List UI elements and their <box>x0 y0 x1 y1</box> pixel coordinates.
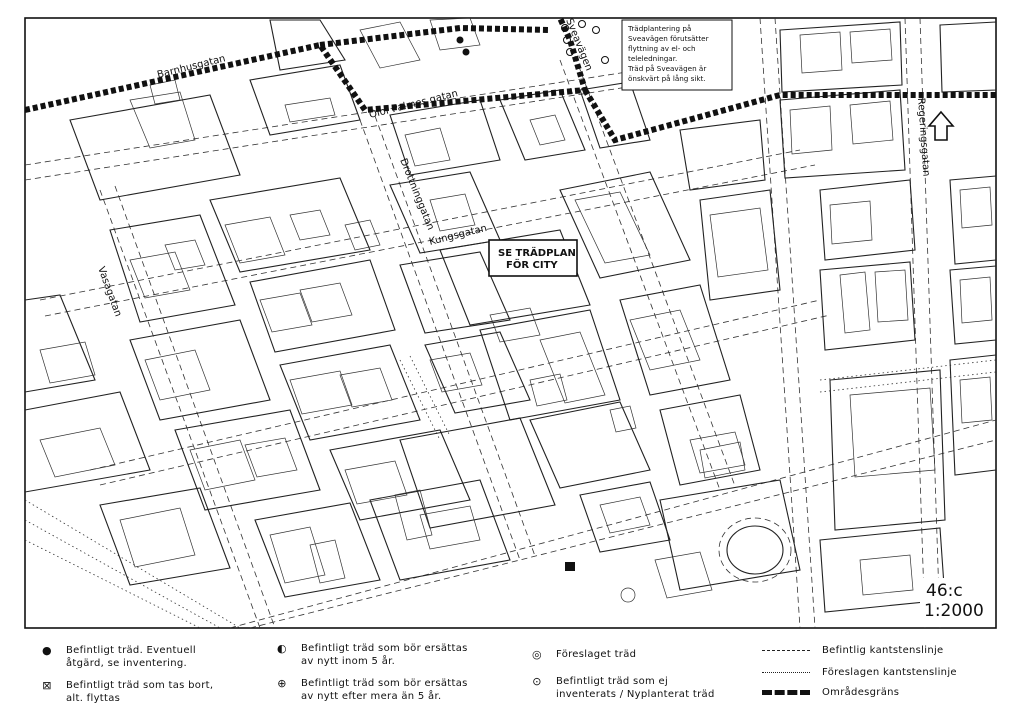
legend-proposed-tree: ◎ Föreslaget träd <box>530 648 636 661</box>
area-boundary-top <box>319 24 551 48</box>
map-linework <box>25 18 996 628</box>
thick-dashed-line-icon <box>762 690 810 695</box>
legend-area-boundary: Områdesgräns <box>762 686 899 699</box>
note-box-text: Trädplantering på Sveavägen förutsätter … <box>627 24 711 83</box>
city-box-text: SE TRÄDPLAN FÖR CITY <box>498 245 579 271</box>
legend-existing-curb: Befintlig kantstenslinje <box>762 644 944 657</box>
legend-replace-5: ◐ Befintligt träd som bör ersättas av ny… <box>275 642 468 668</box>
legend-replace-after-5: ⊕ Befintligt träd som bör ersättas av ny… <box>275 677 468 703</box>
sheet-scale: 1:2000 <box>924 601 984 621</box>
dashed-line-icon <box>762 650 810 651</box>
proposed-trees <box>456 20 609 571</box>
north-arrow-icon <box>927 110 955 141</box>
legend-existing-tree: ● Befintligt träd. Eventuell åtgärd, se … <box>40 644 196 670</box>
boxed-x-icon: ⊠ <box>42 679 52 692</box>
map-legend: ● Befintligt träd. Eventuell åtgärd, se … <box>0 632 1023 721</box>
legend-proposed-curb: Föreslagen kantstenslinje <box>762 666 957 679</box>
circle-plus-icon: ⊕ <box>277 677 287 690</box>
dotted-line-icon <box>762 672 810 673</box>
legend-remove-tree: ⊠ Befintligt träd som tas bort, alt. fly… <box>40 679 213 705</box>
legend-not-inventoried: ⊙ Befintligt träd som ej inventerats / N… <box>530 675 715 701</box>
building-details <box>39 18 993 603</box>
street-regeringsgatan: Regeringsgatan <box>915 97 931 176</box>
half-circle-icon: ◐ <box>277 642 287 655</box>
sheet-box <box>920 578 990 624</box>
filled-circle-icon: ● <box>42 644 52 657</box>
note-box <box>621 19 733 91</box>
dot-circle-icon: ⊙ <box>532 675 542 688</box>
double-circle-icon: ◎ <box>532 648 542 661</box>
sheet-number: 46:c <box>926 581 963 601</box>
city-box <box>488 239 578 277</box>
